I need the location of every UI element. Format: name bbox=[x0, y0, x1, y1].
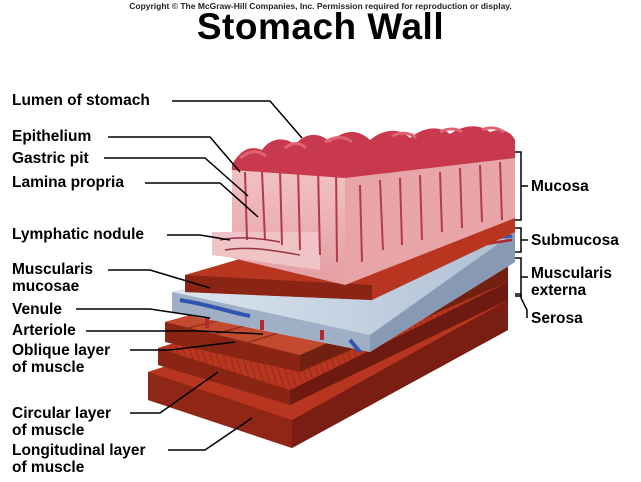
label-lamina-propria: Lamina propria bbox=[12, 174, 124, 191]
label-arteriole: Arteriole bbox=[12, 322, 76, 339]
label-epithelium: Epithelium bbox=[12, 128, 92, 145]
mucosa-block bbox=[212, 126, 515, 285]
label-oblique-layer: Oblique layer of muscle bbox=[12, 342, 111, 376]
page-title: Stomach Wall bbox=[196, 6, 445, 47]
label-circular-layer: Circular layer of muscle bbox=[12, 405, 112, 439]
label-venule: Venule bbox=[12, 301, 62, 318]
label-mucosa: Mucosa bbox=[531, 178, 589, 195]
left-leader-lines bbox=[76, 100, 303, 451]
label-muscularis-externa: Muscularis externa bbox=[531, 265, 612, 299]
label-gastric-pit: Gastric pit bbox=[12, 150, 89, 167]
label-serosa: Serosa bbox=[531, 310, 583, 327]
label-muscularis-mucosae: Muscularis mucosae bbox=[12, 261, 93, 295]
label-submucosa: Submucosa bbox=[531, 232, 619, 249]
copyright-notice: Copyright © The McGraw-Hill Companies, I… bbox=[129, 1, 512, 11]
label-lumen-of-stomach: Lumen of stomach bbox=[12, 92, 150, 109]
label-longitudinal-layer: Longitudinal layer of muscle bbox=[12, 442, 146, 476]
label-lymphatic-nodule: Lymphatic nodule bbox=[12, 226, 145, 243]
right-brackets bbox=[515, 151, 528, 318]
